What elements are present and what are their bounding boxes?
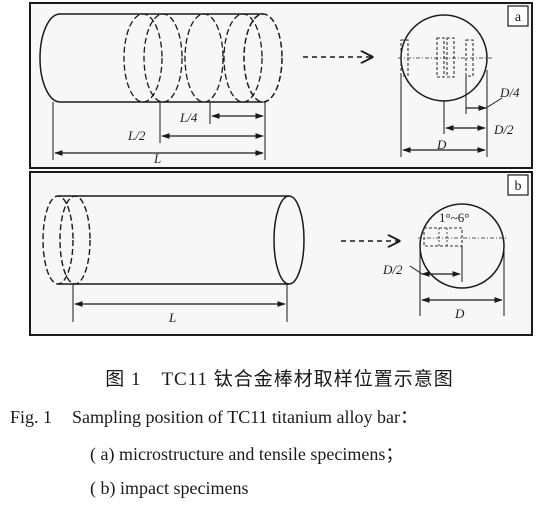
bar-a-section-3 [223, 13, 263, 103]
panel-a-tag: a [515, 10, 522, 25]
cross-section-a: D/4 D/2 D [398, 14, 520, 157]
bar-a-section-0 [123, 13, 163, 103]
bar-b [42, 195, 305, 285]
caption-figure-number: Fig. 1 [10, 407, 53, 427]
specimen-center-2-a [446, 37, 455, 78]
panel-b-tag: b [515, 179, 522, 194]
caption-chinese: 图 1 TC11 钛合金棒材取样位置示意图 [105, 369, 454, 390]
sampling-diagram: a L/4 L/2 L [29, 2, 533, 336]
specimen-left-a [400, 39, 409, 77]
label-D-quarter-a: D/4 [499, 85, 520, 100]
label-D-half-b: D/2 [382, 262, 403, 277]
bar-a-section-2 [184, 13, 224, 103]
dim-D-quarter-leader-a [485, 97, 503, 109]
dim-D-half-leader-b [409, 265, 423, 275]
bar-a [39, 13, 283, 103]
label-D-half-a: D/2 [493, 122, 514, 137]
cross-section-b: 1°~6° D/2 D [382, 203, 508, 321]
panel-b: b L 1°~6° D/2 D [29, 171, 533, 336]
caption-english-line-3: ( b) impact specimens [90, 478, 249, 498]
label-L-a: L [153, 151, 161, 166]
label-angle-b: 1°~6° [439, 210, 469, 225]
bar-b-right-end [273, 195, 305, 285]
panel-b-frame [29, 171, 533, 336]
impact-specimen-b [423, 227, 463, 247]
label-L-quarter-a: L/4 [179, 110, 198, 125]
panel-a: a L/4 L/2 L [29, 2, 533, 169]
bar-a-section-1 [143, 13, 183, 103]
caption-english-line-2: ( a) microstructure and tensile specimen… [90, 444, 404, 464]
panel-b-tag-box [507, 174, 529, 196]
label-D-a: D [436, 137, 447, 152]
panel-a-tag-box [507, 5, 529, 27]
specimen-right-a [465, 39, 474, 77]
bar-a-left-end [39, 13, 61, 103]
bar-a-right-end [243, 13, 283, 103]
label-D-b: D [454, 306, 465, 321]
label-L-b: L [168, 310, 176, 325]
caption-title: Sampling position of TC11 titanium alloy… [72, 407, 418, 427]
caption-english-line-1: Fig. 1 Sampling position of TC11 titanium… [10, 403, 418, 429]
specimen-center-1-a [436, 37, 445, 78]
label-L-half-a: L/2 [127, 128, 146, 143]
panel-a-frame [29, 2, 533, 169]
